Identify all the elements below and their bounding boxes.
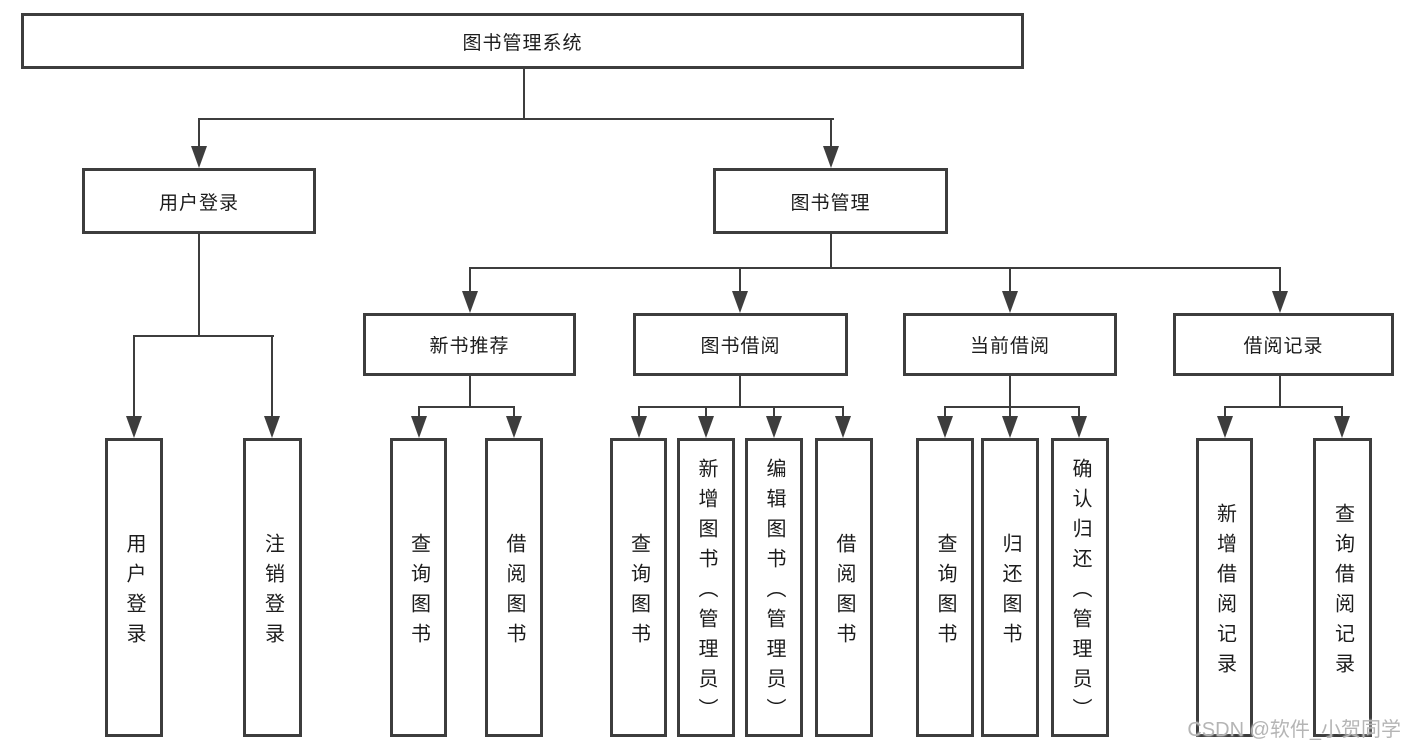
node-label: 编辑图书（管理员） [763,457,785,728]
node-label: 查询借阅记录 [1331,502,1354,683]
connector-line [739,376,741,408]
connector-line [198,234,200,337]
leaf-return-books: 归还图书 [981,438,1039,737]
node-label: 用户登录 [158,192,239,214]
node-user-login-branch: 用户登录 [82,168,316,234]
connector-line [739,267,741,292]
leaf-add-borrow-record: 新增借阅记录 [1196,438,1253,737]
node-label: 确认归还（管理员） [1069,457,1091,728]
connector-line [513,406,515,418]
leaf-logout: 注销登录 [243,438,302,737]
connector-line [830,234,832,269]
leaf-confirm-return-admin: 确认归还（管理员） [1051,438,1109,737]
node-label: 查询图书 [407,532,430,653]
connector-line [523,69,525,120]
node-label: 用户登录 [123,532,145,653]
connector-line [1009,267,1011,292]
connector-line [133,335,274,337]
connector-line [830,118,832,148]
csdn-watermark: CSDN @软件_小贺同学 [1187,719,1401,741]
arrowhead-icon [1002,291,1018,313]
connector-line [638,406,844,408]
node-current-borrowing: 当前借阅 [903,313,1117,376]
node-label: 新增借阅记录 [1213,502,1236,683]
arrowhead-icon [1071,416,1087,438]
connector-line [271,335,273,418]
node-label: 借阅记录 [1243,336,1324,357]
connector-line [469,376,471,408]
connector-line [133,335,135,418]
connector-line [198,118,200,148]
connector-line [1009,406,1011,418]
arrowhead-icon [191,146,207,168]
arrowhead-icon [766,416,782,438]
connector-line [198,118,834,120]
leaf-query-borrow-record: 查询借阅记录 [1313,438,1372,737]
arrowhead-icon [411,416,427,438]
node-label: 图书管理 [790,192,871,214]
connector-line [1279,267,1281,292]
node-label: 注销登录 [261,532,284,653]
connector-line [1224,406,1343,408]
leaf-edit-books-admin: 编辑图书（管理员） [745,438,803,737]
leaf-borrow-books-2: 借阅图书 [815,438,873,737]
node-label: 图书借阅 [700,336,781,357]
node-book-borrowing: 图书借阅 [633,313,848,376]
arrowhead-icon [631,416,647,438]
node-label: 查询图书 [934,532,956,653]
leaf-borrow-books-1: 借阅图书 [485,438,543,737]
connector-line [1009,376,1011,408]
leaf-query-books-3: 查询图书 [916,438,974,737]
connector-line [638,406,640,418]
connector-line [1341,406,1343,418]
arrowhead-icon [1217,416,1233,438]
arrowhead-icon [823,146,839,168]
node-label: 新书推荐 [429,336,510,357]
arrowhead-icon [1002,416,1018,438]
connector-line [1279,376,1281,408]
connector-line [773,406,775,418]
arrowhead-icon [126,416,142,438]
arrowhead-icon [506,416,522,438]
node-label: 归还图书 [999,532,1021,653]
node-label: 当前借阅 [969,336,1050,357]
leaf-user-login: 用户登录 [105,438,163,737]
connector-line [944,406,1080,408]
leaf-query-books-2: 查询图书 [610,438,667,737]
node-label: 借阅图书 [503,532,525,653]
connector-line [418,406,515,408]
arrowhead-icon [462,291,478,313]
connector-line [469,267,471,292]
connector-line [418,406,420,418]
node-borrowing-records: 借阅记录 [1173,313,1394,376]
node-label: 查询图书 [627,532,650,653]
connector-line [842,406,844,418]
node-library-management-system: 图书管理系统 [21,13,1024,69]
leaf-query-books-1: 查询图书 [390,438,447,737]
arrowhead-icon [732,291,748,313]
connector-line [1078,406,1080,418]
connector-line [705,406,707,418]
connector-line [944,406,946,418]
node-book-management: 图书管理 [713,168,948,234]
arrowhead-icon [937,416,953,438]
connector-line [469,267,1281,269]
node-label: 借阅图书 [833,532,855,653]
node-label: 新增图书（管理员） [695,457,717,728]
arrowhead-icon [1272,291,1288,313]
leaf-add-books-admin: 新增图书（管理员） [677,438,735,737]
arrowhead-icon [835,416,851,438]
node-new-book-recommendation: 新书推荐 [363,313,576,376]
connector-line [1224,406,1226,418]
arrowhead-icon [264,416,280,438]
arrowhead-icon [698,416,714,438]
arrowhead-icon [1334,416,1350,438]
node-label: 图书管理系统 [462,32,583,54]
